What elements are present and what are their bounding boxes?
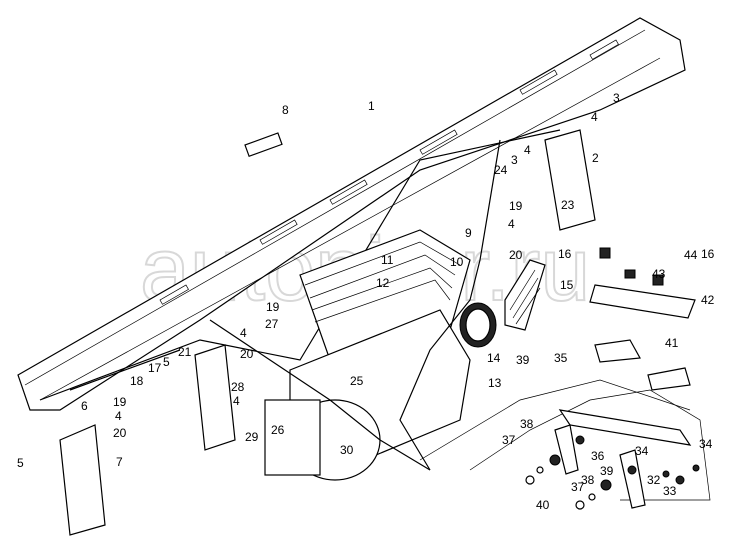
part-label-42: 42 [701, 293, 715, 307]
part-label-12: 12 [376, 276, 390, 290]
part-label-11: 11 [381, 253, 394, 267]
part-label-7: 7 [116, 455, 123, 469]
part-label-4: 4 [591, 110, 598, 124]
handle-part-8 [244, 132, 283, 158]
part-label-29: 29 [245, 430, 259, 444]
part-label-25: 25 [350, 374, 364, 388]
part-label-3: 3 [613, 91, 620, 105]
part-label-38: 38 [520, 417, 534, 431]
part-label-1: 1 [368, 99, 375, 113]
control-panel [419, 247, 711, 510]
part-label-10: 10 [450, 255, 464, 269]
part-label-3: 3 [511, 153, 518, 167]
part-label-30: 30 [340, 443, 354, 457]
part-label-20: 20 [240, 347, 254, 361]
part-label-2: 2 [592, 151, 599, 165]
part-label-27: 27 [265, 317, 279, 331]
part-label-19: 19 [266, 300, 280, 314]
support-posts [59, 129, 596, 536]
part-label-38: 38 [581, 473, 595, 487]
part-label-20: 20 [509, 248, 523, 262]
part-label-26: 26 [271, 423, 285, 437]
part-label-4: 4 [524, 143, 531, 157]
part-label-44: 44 [684, 248, 698, 262]
part-label-37: 37 [571, 480, 585, 494]
part-label-40: 40 [536, 498, 550, 512]
part-label-33: 33 [663, 484, 677, 498]
part-label-4: 4 [233, 394, 240, 408]
part-label-21: 21 [178, 345, 192, 359]
part-label-16: 16 [701, 247, 715, 261]
part-label-4: 4 [240, 326, 247, 340]
part-label-4: 4 [508, 217, 515, 231]
part-label-17: 17 [148, 361, 162, 375]
part-label-24: 24 [494, 163, 508, 177]
part-label-13: 13 [488, 376, 502, 390]
part-label-41: 41 [665, 336, 679, 350]
part-label-5: 5 [17, 456, 24, 470]
part-label-36: 36 [591, 449, 605, 463]
part-label-32: 32 [647, 473, 661, 487]
part-label-5: 5 [163, 355, 170, 369]
part-label-39: 39 [516, 353, 530, 367]
heater-unit [264, 229, 497, 481]
part-label-35: 35 [554, 351, 568, 365]
part-label-15: 15 [560, 278, 574, 292]
part-label-4: 4 [115, 409, 122, 423]
part-label-28: 28 [231, 380, 245, 394]
part-label-16: 16 [558, 247, 572, 261]
part-label-9: 9 [465, 226, 472, 240]
part-label-34: 34 [699, 437, 713, 451]
part-label-39: 39 [600, 464, 614, 478]
part-label-34: 34 [635, 444, 649, 458]
cables [69, 139, 501, 471]
part-label-20: 20 [113, 426, 127, 440]
part-label-8: 8 [282, 103, 289, 117]
part-label-19: 19 [113, 395, 127, 409]
part-label-6: 6 [81, 399, 88, 413]
dashboard-beam [17, 17, 686, 411]
part-label-37: 37 [502, 433, 516, 447]
grille-part-15 [504, 259, 546, 331]
part-label-43: 43 [652, 267, 666, 281]
part-label-14: 14 [487, 351, 501, 365]
part-label-19: 19 [509, 199, 523, 213]
part-label-18: 18 [130, 374, 144, 388]
part-label-23: 23 [561, 198, 575, 212]
